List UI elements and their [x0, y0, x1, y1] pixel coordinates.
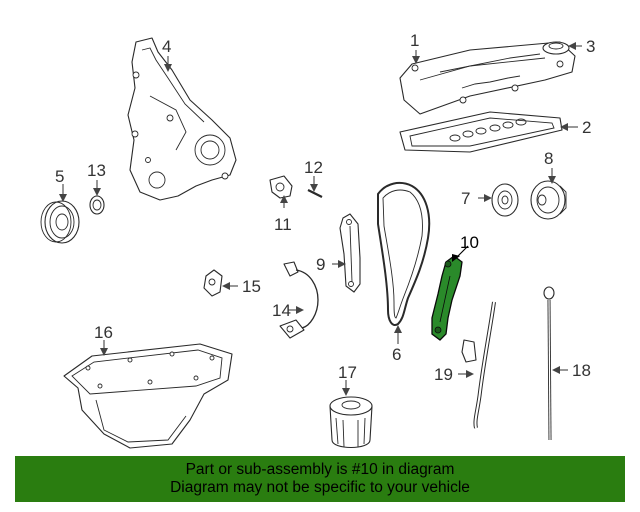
valve-cover-gasket-part	[399, 111, 563, 153]
callout-1: 1	[410, 31, 419, 50]
dowel-pin-part	[307, 189, 323, 198]
oil-filter-part	[329, 396, 373, 449]
callout-19: 19	[434, 365, 453, 384]
oil-cap-part	[542, 41, 570, 55]
timing-chain-part	[377, 181, 431, 326]
callout-6: 6	[392, 345, 401, 364]
callout-9: 9	[316, 255, 325, 274]
callout-10: 10	[460, 233, 479, 252]
vvt-gear-part	[530, 180, 567, 220]
callout-11: 11	[274, 215, 292, 234]
sensor-part	[269, 175, 293, 199]
chain-guide-part	[339, 213, 361, 293]
valve-cover-part	[399, 41, 576, 115]
callout-8: 8	[544, 149, 553, 168]
callout-14: 14	[272, 301, 291, 320]
callout-17: 17	[338, 363, 357, 382]
callout-16: 16	[94, 323, 113, 342]
dipstick-tube-part	[461, 301, 496, 429]
notice-line-2: Diagram may not be specific to your vehi…	[170, 479, 470, 496]
callout-4: 4	[162, 37, 171, 56]
crank-seal-part	[89, 195, 105, 215]
callout-3: 3	[586, 37, 595, 56]
callout-12: 12	[304, 158, 323, 177]
callout-15: 15	[242, 277, 261, 296]
notice-banner: Part or sub-assembly is #10 in diagram D…	[15, 456, 625, 502]
callout-13: 13	[87, 161, 106, 180]
oil-pan-part	[63, 343, 233, 449]
dipstick-part	[543, 286, 555, 441]
bracket-part	[203, 269, 223, 297]
notice-line-1: Part or sub-assembly is #10 in diagram	[185, 461, 455, 478]
chain-tensioner-slipper-highlighted	[431, 255, 463, 341]
parts-diagram: 4 5 13 11 12 1	[40, 31, 595, 449]
callout-5: 5	[55, 167, 64, 186]
crank-pulley-part	[40, 200, 80, 244]
sensor-wire-part	[279, 261, 319, 339]
callout-2: 2	[582, 118, 591, 137]
callout-18: 18	[572, 361, 591, 380]
cam-sprocket-part	[491, 183, 519, 217]
timing-cover-part	[127, 37, 237, 201]
callout-7: 7	[461, 189, 470, 208]
